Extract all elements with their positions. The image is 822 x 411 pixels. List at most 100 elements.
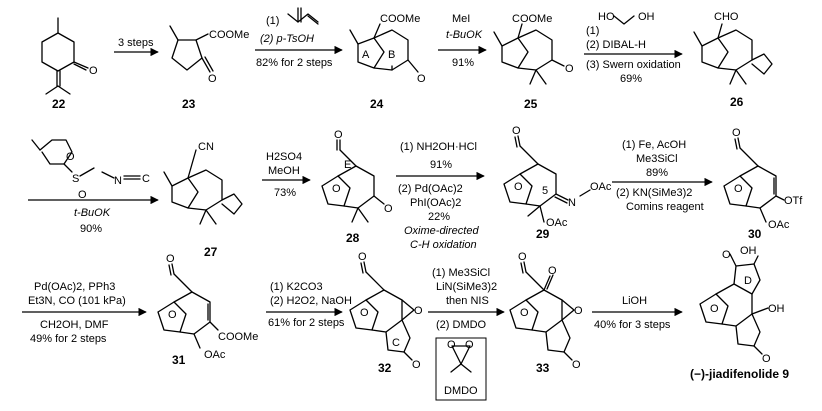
step-7-line-4: PhI(OAc)2 bbox=[410, 197, 461, 209]
oxygen-label: O bbox=[166, 253, 175, 265]
svg-text:S: S bbox=[72, 173, 79, 185]
structure-29: O O 5 N OAc OAc bbox=[503, 125, 612, 229]
step-10-line-1: (1) K2CO3 bbox=[270, 281, 323, 293]
hydroxyl-label: OH bbox=[768, 303, 785, 315]
ring-e-label: E bbox=[344, 159, 351, 171]
step-10-yield: 61% for 2 steps bbox=[268, 317, 345, 329]
step-8-yield: 89% bbox=[646, 167, 668, 179]
oxygen-label: O bbox=[732, 127, 741, 139]
structure-22: O bbox=[41, 17, 98, 95]
step-8-line-5: Comins reagent bbox=[626, 201, 704, 213]
oxygen-label: O bbox=[514, 181, 523, 193]
step-9-line-3: CH2OH, DMF bbox=[40, 319, 109, 331]
compound-number-23: 23 bbox=[182, 97, 196, 111]
ring-d-label: D bbox=[744, 275, 752, 287]
compound-number-29: 29 bbox=[536, 227, 550, 241]
step-2-line-2: (2) p-TsOH bbox=[260, 33, 314, 45]
step-5-line-1: t-BuOK bbox=[74, 207, 111, 219]
oxygen-label: O bbox=[710, 303, 719, 315]
step-6-line-1: H2SO4 bbox=[266, 151, 302, 163]
ring-b-label: B bbox=[388, 49, 395, 61]
compound-number-28: 28 bbox=[346, 231, 360, 245]
oxygen-label: O bbox=[734, 183, 743, 195]
ring-a-label: A bbox=[362, 49, 370, 61]
step-6-yield: 73% bbox=[274, 187, 296, 199]
oxygen-label: O bbox=[520, 307, 529, 319]
step-7-line-7: C-H oxidation bbox=[410, 239, 477, 251]
compound-number-25: 25 bbox=[524, 97, 538, 111]
step-8-line-4: (2) KN(SiMe3)2 bbox=[616, 187, 692, 199]
compound-number-26: 26 bbox=[730, 95, 744, 109]
oxygen-label: O bbox=[208, 73, 217, 85]
oxygen-label: O bbox=[512, 125, 521, 137]
nitrogen-label: N bbox=[568, 197, 576, 209]
step-9-line-2: Et3N, CO (101 kPa) bbox=[28, 295, 126, 307]
svg-text:O: O bbox=[465, 339, 474, 351]
oxygen-label: O bbox=[548, 265, 557, 277]
acetate-label: OAc bbox=[546, 217, 568, 229]
epoxide-oxygen-label: O bbox=[574, 305, 583, 317]
step-4-yield: 69% bbox=[620, 73, 642, 85]
compound-number-22: 22 bbox=[52, 97, 66, 111]
methyl-vinyl-ketone-icon bbox=[287, 7, 319, 25]
svg-text:C: C bbox=[142, 173, 150, 185]
step-6-line-2: MeOH bbox=[268, 165, 300, 177]
step-7-line-6: Oxime-directed bbox=[404, 225, 479, 237]
oxygen-label: O bbox=[412, 359, 421, 371]
step-4-line-3: (3) Swern oxidation bbox=[586, 59, 681, 71]
tosmic-reagent-icon: S O O N C bbox=[31, 139, 150, 201]
oxygen-label: O bbox=[89, 65, 98, 77]
structure-25: COOMe O bbox=[493, 13, 574, 85]
step-9-yield: 49% for 2 steps bbox=[30, 333, 107, 345]
oxygen-label: O bbox=[565, 63, 574, 75]
svg-text:OH: OH bbox=[638, 11, 655, 23]
step-3-line-2: t-BuOK bbox=[446, 29, 483, 41]
step-4-line-1: (1) bbox=[586, 25, 599, 37]
step-2-yield: 82% for 2 steps bbox=[256, 57, 333, 69]
step-5-yield: 90% bbox=[80, 223, 102, 235]
oxygen-label: O bbox=[358, 251, 367, 263]
oxygen-label: O bbox=[518, 251, 527, 263]
step-2-line-1: (1) bbox=[266, 15, 279, 27]
compound-number-27: 27 bbox=[204, 245, 218, 259]
svg-text:O: O bbox=[447, 339, 456, 351]
compound-number-33: 33 bbox=[536, 361, 550, 375]
oxygen-label: O bbox=[722, 249, 731, 261]
acetate-label: OAc bbox=[204, 349, 226, 361]
compound-name-jiadifenolide: (−)-jiadifenolide 9 bbox=[690, 367, 789, 381]
ring-c-label: C bbox=[392, 337, 400, 349]
step-8-line-2: Me3SiCl bbox=[636, 153, 678, 165]
step-7-line-1: (1) NH2OH·HCl bbox=[400, 141, 477, 153]
oxygen-label: O bbox=[168, 309, 177, 321]
step-3-line-1: MeI bbox=[452, 13, 470, 25]
structure-26: CHO bbox=[693, 11, 773, 85]
step-3-yield: 91% bbox=[452, 57, 474, 69]
step-4-line-2: (2) DIBAL-H bbox=[586, 39, 646, 51]
step-8-line-1: (1) Fe, AcOH bbox=[622, 139, 686, 151]
ethylene-glycol-icon: HO OH bbox=[598, 11, 655, 25]
aldehyde-label: CHO bbox=[714, 11, 739, 23]
structure-31: O O COOMe OAc bbox=[157, 253, 258, 361]
oxygen-label: O bbox=[762, 353, 771, 365]
structure-23: COOMe O bbox=[169, 25, 249, 85]
structure-27: CN bbox=[163, 141, 243, 225]
svg-text:O: O bbox=[66, 151, 75, 163]
step-12-line-1: LiOH bbox=[622, 295, 647, 307]
ester-label: COOMe bbox=[380, 13, 420, 25]
triflate-label: OTf bbox=[784, 195, 803, 207]
oxygen-label: O bbox=[332, 183, 341, 195]
oxygen-label: O bbox=[360, 307, 369, 319]
compound-number-30: 30 bbox=[748, 227, 762, 241]
oxygen-label: O bbox=[417, 73, 426, 85]
step-11-line-4: (2) DMDO bbox=[436, 319, 487, 331]
structure-28: O O E O bbox=[321, 129, 393, 223]
step-7-yield: 22% bbox=[428, 211, 450, 223]
oxygen-label: O bbox=[572, 359, 581, 371]
svg-text:O: O bbox=[78, 189, 87, 201]
nitrile-label: CN bbox=[198, 141, 214, 153]
compound-number-32: 32 bbox=[378, 361, 392, 375]
step-11-line-2: LiN(SiMe3)2 bbox=[436, 281, 497, 293]
acetate-label: OAc bbox=[768, 219, 790, 231]
step-9-line-1: Pd(OAc)2, PPh3 bbox=[34, 281, 115, 293]
